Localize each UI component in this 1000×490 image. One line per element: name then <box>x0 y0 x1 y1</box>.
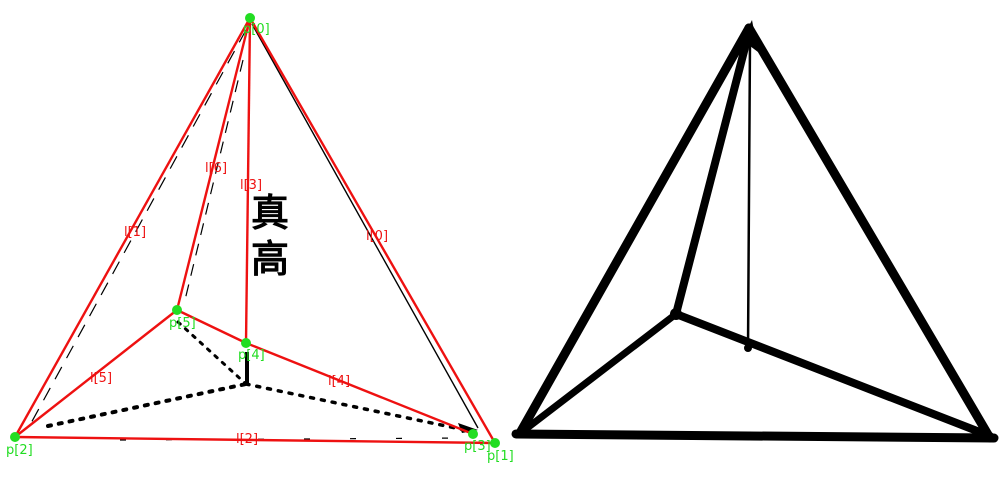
tetra-edge-left <box>515 23 754 438</box>
hidden-line-a <box>176 320 248 386</box>
point-label-4: p[4] <box>238 348 265 363</box>
inscription-char-1: 真 <box>251 190 289 235</box>
tetra-edge-inner <box>672 28 753 318</box>
annotation-lines <box>13 17 497 445</box>
line-6 <box>175 17 252 311</box>
right-panel <box>511 20 999 443</box>
line-5-6 <box>176 308 247 345</box>
line-label-4: l[4] <box>328 374 350 389</box>
scan-edge-left <box>29 29 247 426</box>
tetra-edge-bottom <box>511 429 999 443</box>
tetra-node-front <box>670 308 682 320</box>
line-label-3: l[3] <box>240 178 262 193</box>
annotation-points <box>10 13 500 448</box>
point-0 <box>245 13 255 23</box>
scan-edge-inner <box>184 59 244 301</box>
point-1 <box>490 438 500 448</box>
line-2 <box>14 435 496 445</box>
tetra-node-center <box>744 344 752 352</box>
point-5 <box>172 305 182 315</box>
tetra-edge-vertical <box>746 38 752 352</box>
line-label-1: l[1] <box>124 225 146 240</box>
left-panel: 真 高 l[0] l[1] l[2] l[3] l[4] l[5] l[6] p… <box>6 13 514 464</box>
hidden-line-c <box>244 382 467 432</box>
point-4 <box>241 338 251 348</box>
line-label-5: l[5] <box>90 371 112 386</box>
scan-edge-right <box>251 23 479 429</box>
inscription: 真 高 <box>251 190 289 281</box>
scan-strokes <box>29 23 479 441</box>
hidden-line-b <box>46 382 248 428</box>
point-label-1: p[1] <box>487 449 514 464</box>
point-label-2: p[2] <box>6 443 33 458</box>
point-label-3: p[3] <box>464 439 491 454</box>
point-label-5: p[5] <box>169 316 196 331</box>
line-3 <box>244 17 252 344</box>
line-labels: l[0] l[1] l[2] l[3] l[4] l[5] l[6] <box>90 161 388 447</box>
line-label-2: l[2] <box>236 432 258 447</box>
line-0 <box>248 17 497 444</box>
tetra-edge-front-left <box>518 310 680 436</box>
inscription-char-2: 高 <box>251 236 289 281</box>
point-label-0: p[0] <box>243 22 270 37</box>
point-3 <box>468 429 478 439</box>
line-1 <box>13 17 252 438</box>
point-labels: p[0] p[1] p[2] p[3] p[4] p[5] <box>6 22 514 464</box>
line-label-6: l[6] <box>205 161 227 176</box>
line-label-0: l[0] <box>366 229 388 244</box>
point-2 <box>10 432 20 442</box>
tetra-edge-front-right <box>672 310 994 440</box>
line-4 <box>245 341 474 436</box>
tetra-edge-right <box>744 23 995 443</box>
line-5 <box>14 309 178 438</box>
tetra-apex <box>742 20 758 52</box>
